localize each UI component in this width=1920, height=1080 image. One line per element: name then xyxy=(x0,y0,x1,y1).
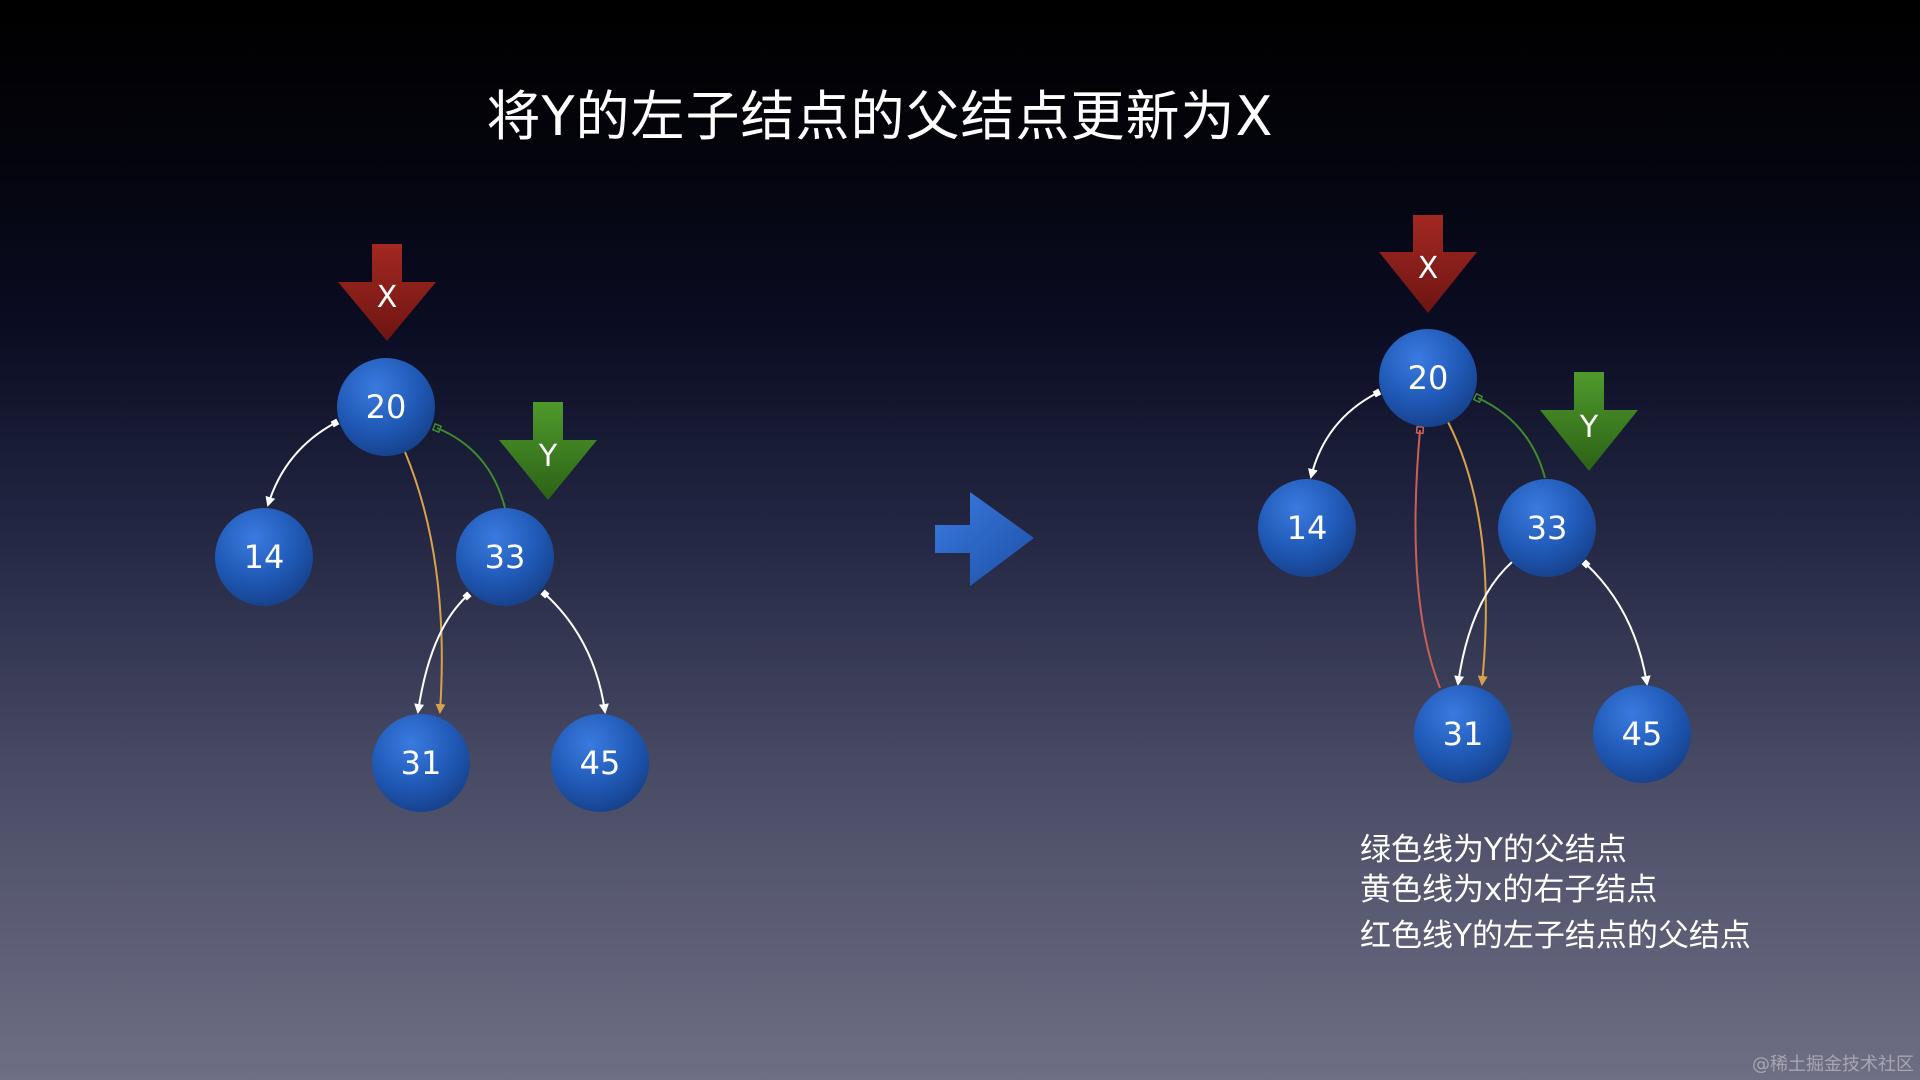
edge-33-31 xyxy=(1454,561,1513,686)
green-edge-33-to-20 xyxy=(431,422,506,509)
tree-node-14: 14 xyxy=(215,508,313,606)
tree-node-31: 31 xyxy=(1414,685,1512,783)
svg-text:20: 20 xyxy=(366,388,407,426)
tree-node-33: 33 xyxy=(456,508,554,606)
yellow-edge-20-to-31 xyxy=(404,451,446,714)
edge-20-14 xyxy=(1308,388,1382,479)
edge-33-31 xyxy=(414,591,472,714)
edge-33-45 xyxy=(540,589,609,714)
tree-node-31: 31 xyxy=(372,714,470,812)
watermark: @稀土掘金技术社区 xyxy=(1752,1054,1914,1075)
after-tree: 20 14 33 31 45 X Y xyxy=(1258,215,1691,783)
y-pointer-arrow: Y xyxy=(499,402,597,500)
legend-yellow-line: 黄色线为x的右子结点 xyxy=(1360,872,1658,908)
svg-text:33: 33 xyxy=(1527,509,1568,547)
svg-text:31: 31 xyxy=(401,744,442,782)
svg-text:Y: Y xyxy=(538,439,558,474)
svg-text:Y: Y xyxy=(1579,410,1599,445)
svg-text:20: 20 xyxy=(1408,359,1449,397)
svg-text:45: 45 xyxy=(1622,715,1663,753)
y-pointer-arrow: Y xyxy=(1540,372,1638,471)
legend-green-line: 绿色线为Y的父结点 xyxy=(1360,832,1627,868)
x-pointer-arrow: X xyxy=(338,244,436,341)
red-edge-31-to-20 xyxy=(1414,425,1441,689)
slide-title: 将Y的左子结点的父结点更新为X xyxy=(486,85,1274,148)
tree-node-33: 33 xyxy=(1498,479,1596,577)
tree-node-20: 20 xyxy=(337,358,435,456)
green-edge-33-to-20 xyxy=(1472,392,1546,479)
svg-text:X: X xyxy=(1418,251,1439,286)
tree-node-14: 14 xyxy=(1258,479,1356,577)
yellow-edge-20-to-31 xyxy=(1447,421,1488,686)
svg-text:45: 45 xyxy=(580,744,621,782)
svg-text:33: 33 xyxy=(485,538,526,576)
edge-33-45 xyxy=(1581,559,1651,686)
tree-node-20: 20 xyxy=(1379,329,1477,427)
edge-20-14 xyxy=(265,418,340,507)
legend-red-line: 红色线Y的左子结点的父结点 xyxy=(1360,918,1751,954)
svg-text:X: X xyxy=(377,280,398,315)
before-tree: 20 14 33 31 45 X Y xyxy=(215,244,649,812)
tree-node-45: 45 xyxy=(551,714,649,812)
svg-text:14: 14 xyxy=(1287,509,1328,547)
svg-text:14: 14 xyxy=(244,538,285,576)
x-pointer-arrow: X xyxy=(1379,215,1477,313)
legend-notes: 绿色线为Y的父结点 黄色线为x的右子结点 红色线Y的左子结点的父结点 xyxy=(1360,830,1751,956)
svg-text:31: 31 xyxy=(1443,715,1484,753)
tree-node-45: 45 xyxy=(1593,685,1691,783)
transition-arrow-icon xyxy=(935,492,1034,586)
